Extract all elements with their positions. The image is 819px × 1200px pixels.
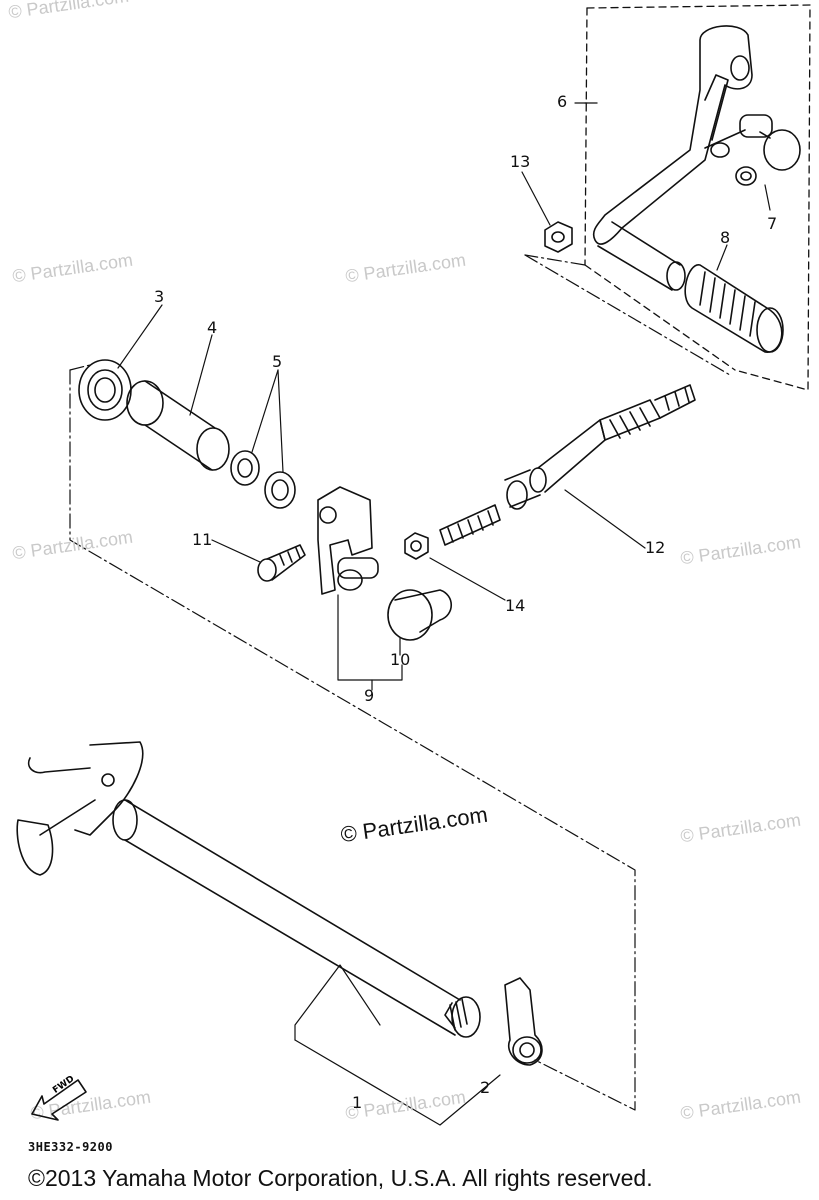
nut-13 (544, 221, 573, 253)
bearings (230, 450, 296, 509)
shift-lever-2 (504, 977, 543, 1066)
ball-joint (387, 589, 453, 641)
collar (126, 380, 230, 471)
shift-shaft (16, 741, 481, 1038)
callout-9: 9 (364, 686, 375, 705)
callout-12: 12 (645, 538, 666, 557)
callout-8: 8 (720, 228, 731, 247)
shift-arm (317, 486, 379, 595)
shaft-assembly-frame (69, 254, 731, 1111)
footpeg-rubber (684, 264, 784, 353)
pedal-assembly-box (584, 4, 811, 391)
bolt-11 (257, 544, 306, 582)
oil-seal (78, 359, 132, 421)
callout-7: 7 (767, 214, 778, 233)
rod-end-joint (704, 114, 801, 186)
callout-1: 1 (352, 1093, 363, 1112)
leader-lines (117, 102, 771, 1126)
shift-rod (439, 384, 696, 546)
callout-4: 4 (207, 318, 218, 337)
callout-2: 2 (480, 1078, 491, 1097)
shift-pedal (592, 25, 753, 291)
forward-arrow-icon (31, 1079, 87, 1121)
copyright-notice: ©2013 Yamaha Motor Corporation, U.S.A. A… (28, 1165, 653, 1191)
callout-14: 14 (505, 596, 526, 615)
callout-11: 11 (192, 530, 213, 549)
callout-6: 6 (557, 92, 568, 111)
callout-3: 3 (154, 287, 165, 306)
callout-13: 13 (510, 152, 531, 171)
nut-14 (404, 532, 429, 560)
callout-5: 5 (272, 352, 283, 371)
callout-10: 10 (390, 650, 411, 669)
diagram-code: 3HE332-9200 (28, 1140, 113, 1154)
